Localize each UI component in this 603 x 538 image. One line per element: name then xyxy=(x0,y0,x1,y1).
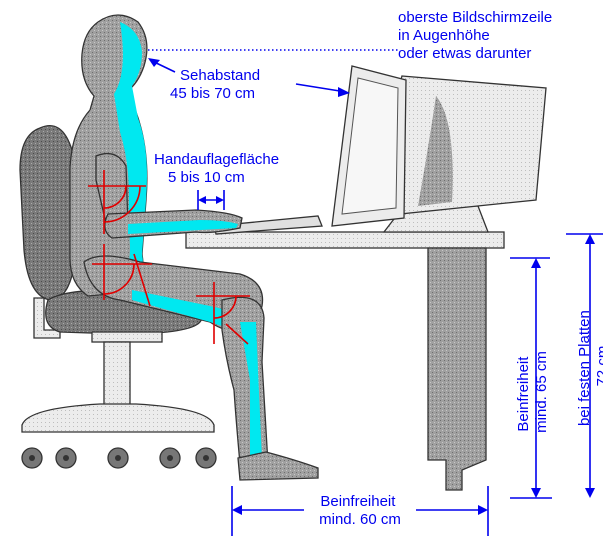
fixed-desk-label: bei festen Platten 72 cm xyxy=(576,306,603,426)
viewing-distance-label: Sehabstand 45 bis 70 cm xyxy=(170,67,264,102)
desk-top xyxy=(186,232,504,248)
monitor xyxy=(332,66,546,232)
chair-backrest xyxy=(20,126,76,300)
hand-rest-label: Handauflagefläche 5 bis 10 cm xyxy=(154,151,283,186)
leg-width-label: Beinfreiheit mind. 60 cm xyxy=(319,493,401,528)
chair-base xyxy=(22,404,214,432)
hand-rest-dimension xyxy=(198,190,224,210)
leg-height-label: Beinfreiheit mind. 65 cm xyxy=(515,351,550,433)
desk-leg xyxy=(428,248,486,490)
person-foot xyxy=(238,452,318,480)
chair-seat-base xyxy=(92,332,162,342)
screen-height-label: oberste Bildschirmzeile in Augenhöhe ode… xyxy=(398,9,556,62)
monitor-housing xyxy=(396,76,546,214)
